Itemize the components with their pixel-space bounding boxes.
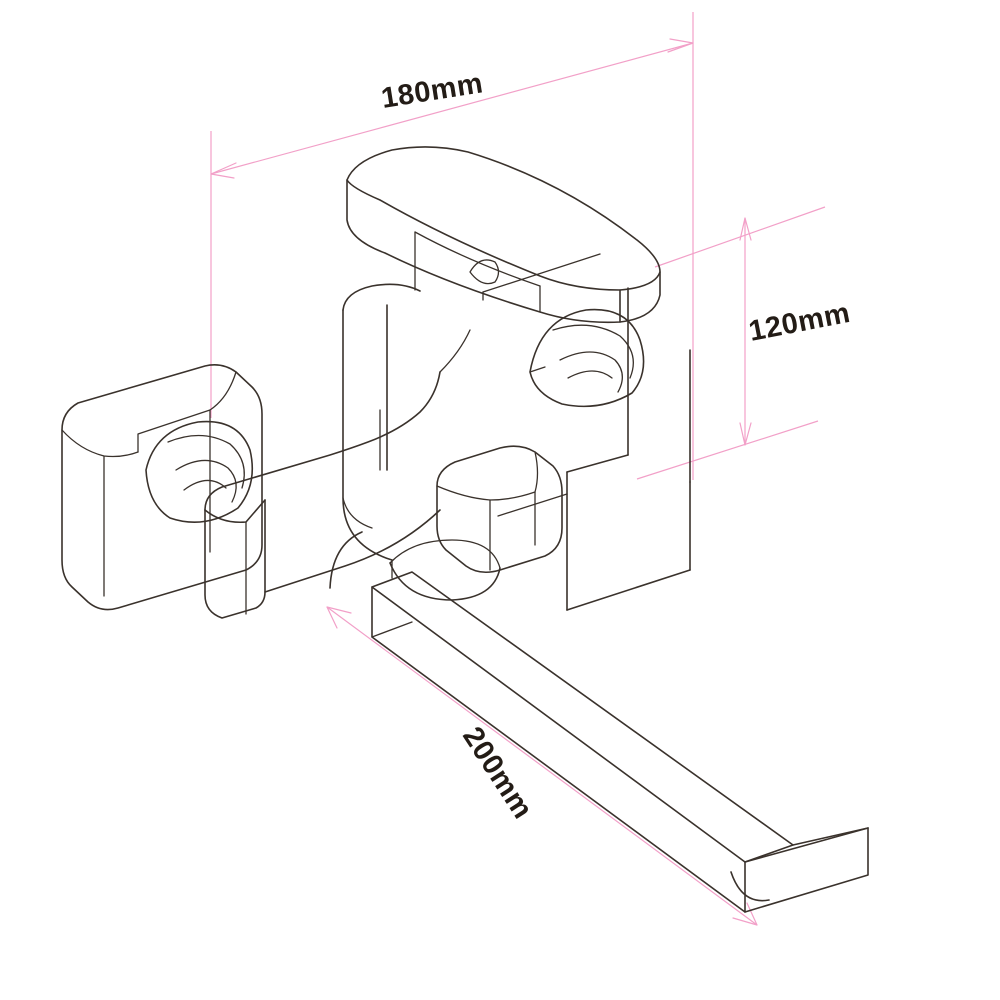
faucet-outline-layer [61,146,869,913]
outlet-collar [389,539,501,601]
body-cap [346,146,661,324]
dimension-line-180 [210,42,694,175]
spout [371,571,869,913]
arrowhead-200-start [326,606,352,629]
dimension-layer: 180mm 120mm 200mm [210,12,853,926]
mixer-body [329,283,691,611]
extension-line-top-oblique [654,206,826,268]
flange-collar [145,420,254,524]
arrowhead-180-right [667,38,694,53]
dimension-line-200 [326,606,758,926]
arrowhead-120-bottom [739,422,752,446]
arrowhead-200-end [732,902,758,926]
aerator [730,871,770,902]
dimension-label-180: 180mm [379,67,485,115]
arrowhead-180-left [210,162,237,179]
diverter-knob [436,445,563,574]
handle-lever [204,329,471,619]
diverter-ring [529,308,645,408]
body-neck [342,497,393,579]
arrowhead-120-top [739,217,752,241]
dimension-label-120: 120mm [746,297,853,348]
dimension-label-200: 200mm [456,721,539,824]
wall-flange [61,364,263,611]
extension-line-bottom-oblique [636,420,819,480]
